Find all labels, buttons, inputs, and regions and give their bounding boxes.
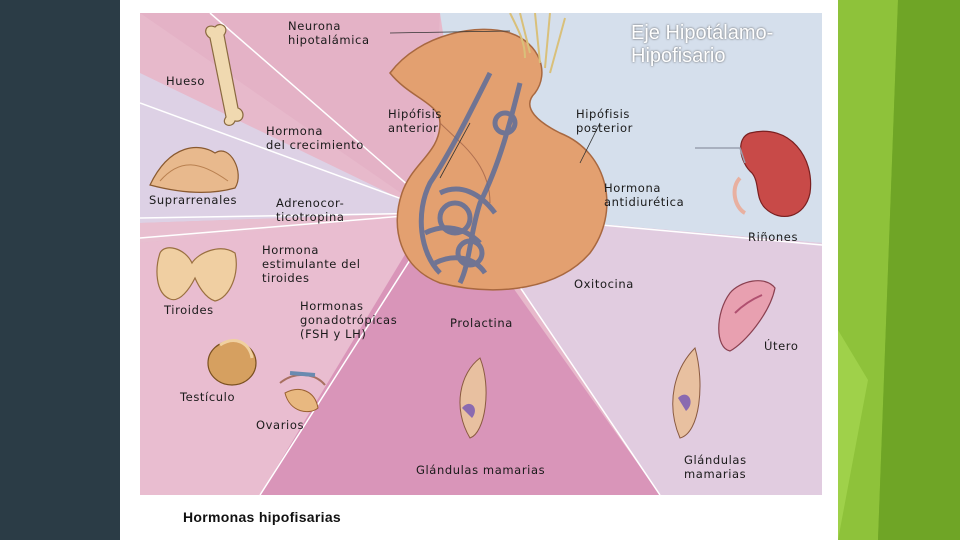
kidney-icon xyxy=(695,130,812,217)
label-gonadotropicas: Hormonas gonadotrópicas (FSH y LH) xyxy=(300,299,398,341)
label-neurona-hipotalamica: Neurona hipotalámica xyxy=(288,19,370,47)
label-hormona-antidiuretica: Hormona antidiurética xyxy=(604,181,685,209)
breast-icon xyxy=(459,347,701,439)
label-tsh: Hormona estimulante del tiroides xyxy=(262,243,361,285)
label-adrenocorticotropina: Adrenocor- ticotropina xyxy=(276,196,345,224)
label-tiroides: Tiroides xyxy=(164,303,214,317)
slide-title: Eje Hipotálamo-Hipofisario xyxy=(631,22,774,67)
sector-mamarias xyxy=(260,213,660,495)
uterus-icon xyxy=(718,280,776,352)
label-testiculo: Testículo xyxy=(180,390,236,404)
label-hipofisis-anterior: Hipófisis anterior xyxy=(388,107,442,135)
label-glandulas-mamarias-right: Glándulas mamarias xyxy=(684,453,747,481)
thyroid-icon xyxy=(156,247,237,302)
label-ovarios: Ovarios xyxy=(256,418,305,432)
label-hueso: Hueso xyxy=(166,74,206,88)
label-glandulas-mamarias-center: Glándulas mamarias xyxy=(416,463,546,477)
label-oxitocina: Oxitocina xyxy=(574,277,634,291)
bone-icon xyxy=(205,23,244,126)
label-rinones: Riñones xyxy=(748,230,799,244)
sector-rinones xyxy=(470,213,822,495)
label-hormona-crecimiento: Hormona del crecimiento xyxy=(266,124,364,152)
label-hipofisis-posterior: Hipófisis posterior xyxy=(576,107,633,135)
pituitary-gland-icon xyxy=(389,13,608,291)
right-decorative-bar xyxy=(838,0,960,540)
ovary-icon xyxy=(279,371,326,413)
hormones-diagram xyxy=(140,13,822,495)
testicle-icon xyxy=(207,339,257,386)
left-sidebar-bar xyxy=(0,0,120,540)
adrenal-gland-icon xyxy=(149,146,239,193)
leader-lines xyxy=(389,30,601,179)
label-utero: Útero xyxy=(764,339,799,353)
label-prolactina: Prolactina xyxy=(450,316,513,330)
figure-caption: Hormonas hipofisarias xyxy=(183,509,342,525)
label-suprarrenales: Suprarrenales xyxy=(149,193,238,207)
green-facets-decoration xyxy=(838,0,960,540)
